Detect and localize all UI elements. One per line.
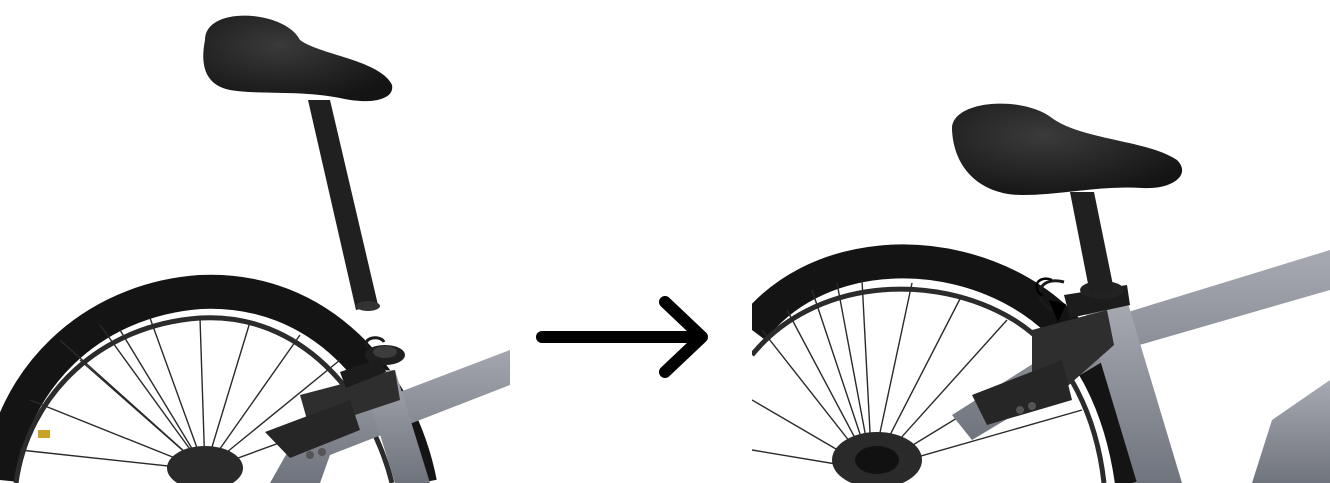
seatpost xyxy=(1070,192,1114,294)
seatpost-end xyxy=(356,301,380,311)
saddle xyxy=(952,104,1182,195)
seatpost-assembly xyxy=(203,16,392,311)
valve-cap xyxy=(38,430,50,438)
bike-before-drawing xyxy=(0,0,512,483)
hub-motor xyxy=(855,446,899,474)
saddle xyxy=(203,16,392,102)
dropout-bracket xyxy=(972,360,1072,425)
down-tube xyxy=(1252,380,1330,483)
bolt xyxy=(1016,406,1024,414)
bolt xyxy=(1028,402,1036,410)
bolt xyxy=(306,451,314,459)
after-illustration xyxy=(752,0,1330,483)
seatpost xyxy=(308,100,378,310)
bolt xyxy=(318,448,326,456)
brake-disc xyxy=(167,446,243,483)
bike-after-drawing xyxy=(752,0,1330,483)
right-arrow-icon xyxy=(530,290,720,390)
before-illustration xyxy=(0,0,512,483)
transition-arrow xyxy=(530,290,720,390)
